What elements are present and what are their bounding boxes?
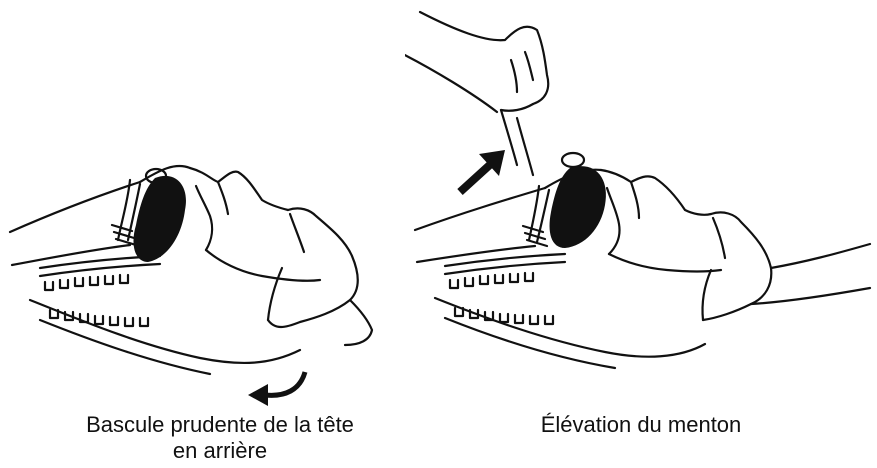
caption-line: Élévation du menton [405, 412, 877, 438]
up-arrow-icon [460, 150, 505, 192]
head-tilt-illustration [0, 0, 440, 410]
chin-lift-panel: Élévation du menton [405, 0, 877, 468]
chin-lift-caption: Élévation du menton [405, 412, 877, 438]
chin-lift-illustration [405, 0, 877, 410]
head-tilt-panel: Bascule prudente de la tête en arrière [0, 0, 440, 468]
head-tilt-caption: Bascule prudente de la tête en arrière [0, 412, 440, 464]
caption-line: en arrière [0, 438, 440, 464]
caption-line: Bascule prudente de la tête [0, 412, 440, 438]
curved-arrow-icon [248, 372, 305, 406]
